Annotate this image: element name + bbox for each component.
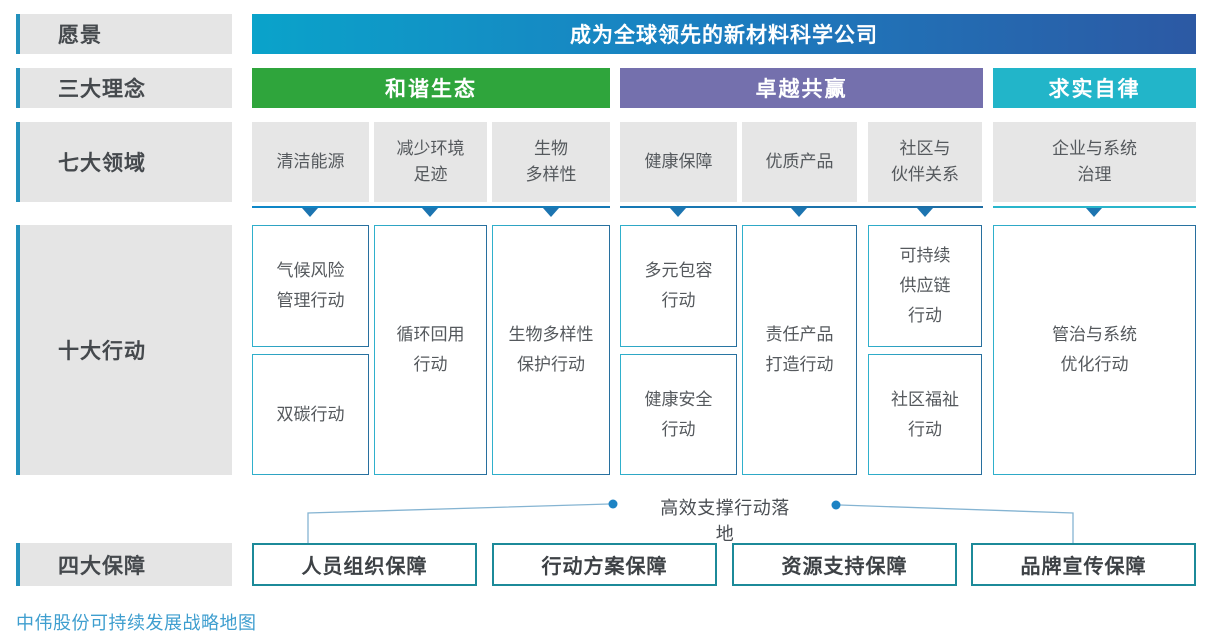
area-line: 减少环境 [396,139,465,158]
action-line: 行动 [908,419,942,439]
group-underline [993,206,1196,208]
area-box-reduce-footprint: 减少环境 足迹 [374,122,487,202]
area-line: 生物 [534,139,568,158]
down-arrow-icon [791,208,807,217]
down-arrow-icon [670,208,686,217]
action-line: 行动 [661,291,696,310]
row-label-guarantees: 四大保障 [16,543,232,586]
action-line: 双碳行动 [276,404,345,424]
guarantee-box-resources: 资源支持保障 [732,543,957,586]
area-box-biodiversity: 生物 多样性 [492,122,610,202]
action-line: 打造行动 [765,355,834,374]
row-label-vision: 愿景 [16,14,232,54]
down-arrow-icon [302,208,318,217]
action-box-community-welfare: 社区福祉 行动 [868,354,982,475]
row-label-concepts: 三大理念 [16,68,232,108]
action-box-governance-optimization: 管治与系统 优化行动 [993,225,1196,475]
concept-banner-harmony-ecology: 和谐生态 [252,68,610,108]
support-caption: 高效支撑行动落地 [660,498,790,544]
action-line: 气候风险 [276,261,345,280]
area-line: 多样性 [525,165,577,184]
action-box-dual-carbon: 双碳行动 [252,354,369,475]
down-arrow-icon [543,208,559,217]
area-box-community-partners: 社区与 伙伴关系 [868,122,982,202]
group-underline [252,206,610,208]
action-line: 行动 [908,306,942,325]
area-line: 健康保障 [644,152,713,171]
concept-banner-excellence-winwin: 卓越共赢 [620,68,983,108]
group-underline [620,206,983,208]
bullet-dot-icon [831,500,841,510]
action-line: 社区福祉 [891,389,959,409]
row-label-actions: 十大行动 [16,225,232,475]
action-line: 管理行动 [276,291,345,310]
action-line: 供应链 [899,276,951,295]
area-box-health-security: 健康保障 [620,122,737,202]
action-line: 优化行动 [1060,355,1129,374]
action-line: 多元包容 [644,261,713,280]
area-line: 社区与 [899,139,951,158]
area-box-clean-energy: 清洁能源 [252,122,369,202]
vision-banner: 成为全球领先的新材料科学公司 [252,14,1196,54]
area-line: 治理 [1077,165,1112,184]
area-line: 企业与系统 [1052,139,1137,158]
area-line: 伙伴关系 [891,165,959,184]
area-box-governance: 企业与系统 治理 [993,122,1196,202]
area-line: 优质产品 [765,152,834,171]
action-box-diversity-inclusion: 多元包容 行动 [620,225,737,347]
action-line: 健康安全 [644,389,713,409]
area-line: 清洁能源 [276,152,345,171]
action-line: 行动 [413,355,448,374]
action-line: 可持续 [899,246,951,265]
guarantee-box-action-plan: 行动方案保障 [492,543,717,586]
action-line: 管治与系统 [1052,325,1137,344]
down-arrow-icon [422,208,438,217]
action-box-recycling: 循环回用 行动 [374,225,487,475]
area-line: 足迹 [413,165,448,184]
map-caption: 中伟股份可持续发展战略地图 [16,613,257,633]
action-box-biodiversity-protection: 生物多样性 保护行动 [492,225,610,475]
action-line: 生物多样性 [508,325,594,344]
bullet-dot-icon [608,499,618,509]
action-box-health-safety: 健康安全 行动 [620,354,737,475]
action-line: 保护行动 [517,355,585,374]
action-box-climate-risk: 气候风险 管理行动 [252,225,369,347]
guarantee-box-brand: 品牌宣传保障 [971,543,1196,586]
action-box-sustainable-supply-chain: 可持续 供应链 行动 [868,225,982,347]
guarantee-box-personnel: 人员组织保障 [252,543,477,586]
down-arrow-icon [917,208,933,217]
concept-banner-pragmatic-discipline: 求实自律 [993,68,1196,108]
area-box-quality-products: 优质产品 [742,122,857,202]
action-line: 循环回用 [396,325,465,344]
action-box-responsible-products: 责任产品 打造行动 [742,225,857,475]
row-label-areas: 七大领域 [16,122,232,202]
action-line: 行动 [661,419,696,439]
action-line: 责任产品 [765,325,834,344]
down-arrow-icon [1086,208,1102,217]
